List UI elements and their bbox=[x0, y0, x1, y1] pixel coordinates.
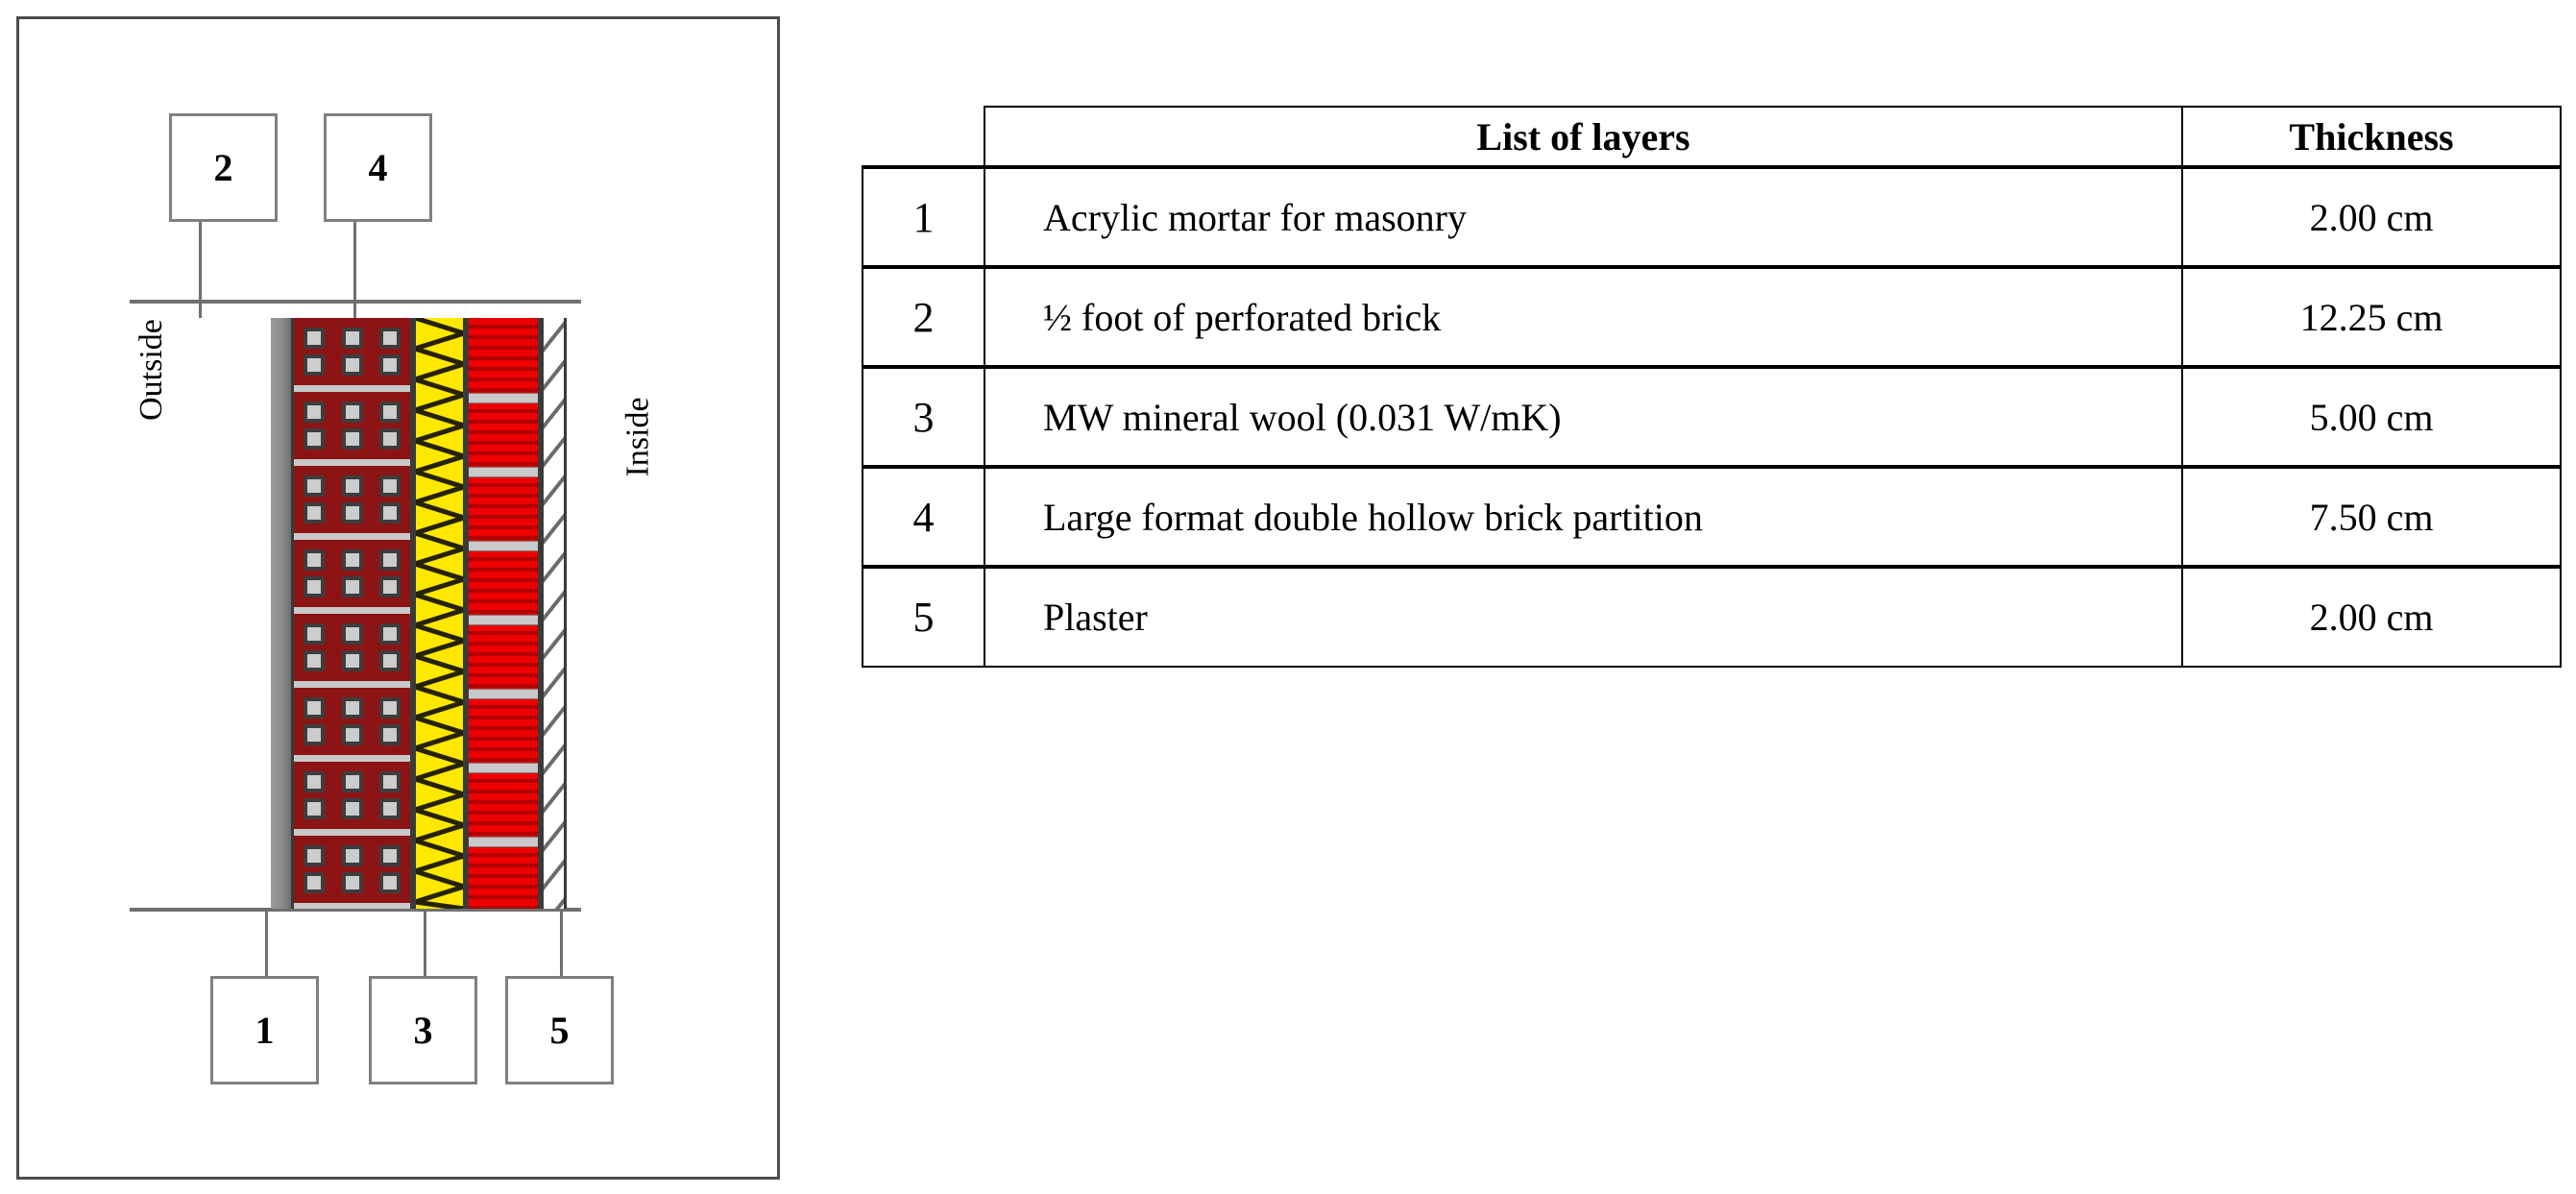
mortar-joint bbox=[469, 393, 538, 403]
mortar-joint bbox=[469, 615, 538, 625]
layer-plaster bbox=[541, 318, 567, 909]
mortar-joint bbox=[469, 763, 538, 773]
mineral-wool-zigzag-icon bbox=[413, 318, 466, 909]
callout-label-1: 1 bbox=[255, 1009, 275, 1052]
plaster-hatch-icon bbox=[544, 318, 564, 909]
header-number bbox=[863, 107, 985, 169]
wall-section-figure-panel: Outside Inside 2 4 1 3 5 bbox=[16, 16, 780, 1180]
leader-line-3 bbox=[424, 909, 426, 976]
row-layer-name: Acrylic mortar for masonry bbox=[984, 165, 2183, 268]
brick-course bbox=[294, 540, 410, 614]
leader-line-5 bbox=[560, 909, 563, 976]
row-layer-name: Large format double hollow brick partiti… bbox=[984, 465, 2183, 568]
bottom-cap-line bbox=[130, 908, 581, 912]
outside-label-text: Outside bbox=[134, 319, 169, 421]
layer-hollow-brick bbox=[466, 318, 541, 909]
callout-label-2: 2 bbox=[213, 146, 233, 189]
row-layer-name: MW mineral wool (0.031 W/mK) bbox=[984, 365, 2183, 468]
leader-line-4 bbox=[353, 222, 356, 318]
row-layer-name: Plaster bbox=[984, 565, 2183, 668]
table-header-row: List of layers Thickness bbox=[863, 106, 2562, 169]
row-layer-name: ½ foot of perforated brick bbox=[984, 265, 2183, 368]
brick-course bbox=[294, 762, 410, 836]
brick-course bbox=[294, 392, 410, 466]
inside-label-text: Inside bbox=[620, 397, 656, 477]
row-number: 2 bbox=[862, 265, 985, 368]
layer-perforated-brick bbox=[291, 318, 413, 909]
table-row: 1 Acrylic mortar for masonry 2.00 cm bbox=[862, 165, 2562, 268]
callout-label-5: 5 bbox=[549, 1009, 570, 1052]
header-thickness: Thickness bbox=[2181, 106, 2562, 169]
brick-course bbox=[294, 318, 410, 392]
table-row: 3 MW mineral wool (0.031 W/mK) 5.00 cm bbox=[862, 365, 2562, 468]
row-thickness: 12.25 cm bbox=[2181, 265, 2562, 368]
mortar-joint bbox=[469, 689, 538, 699]
leader-line-2 bbox=[199, 222, 202, 318]
row-number: 5 bbox=[862, 565, 985, 668]
row-thickness: 7.50 cm bbox=[2181, 465, 2562, 568]
row-number: 1 bbox=[862, 165, 985, 268]
table-row: 4 Large format double hollow brick parti… bbox=[862, 465, 2562, 568]
brick-course bbox=[294, 466, 410, 540]
brick-course bbox=[294, 836, 410, 909]
brick-course bbox=[294, 688, 410, 762]
callout-box-4[interactable]: 4 bbox=[324, 113, 432, 222]
callout-label-3: 3 bbox=[413, 1009, 433, 1052]
callout-box-5[interactable]: 5 bbox=[505, 976, 614, 1084]
layer-mineral-wool bbox=[413, 318, 466, 909]
mortar-joint bbox=[469, 541, 538, 551]
layers-table: List of layers Thickness 1 Acrylic morta… bbox=[862, 106, 2562, 668]
row-thickness: 5.00 cm bbox=[2181, 365, 2562, 468]
callout-box-3[interactable]: 3 bbox=[369, 976, 477, 1084]
leader-line-1 bbox=[265, 909, 268, 976]
table-row: 5 Plaster 2.00 cm bbox=[862, 565, 2562, 668]
row-number: 3 bbox=[862, 365, 985, 468]
row-thickness: 2.00 cm bbox=[2181, 565, 2562, 668]
inside-label: Inside bbox=[620, 351, 658, 524]
row-thickness: 2.00 cm bbox=[2181, 165, 2562, 268]
header-list-of-layers: List of layers bbox=[984, 106, 2183, 169]
wall-assembly bbox=[271, 318, 567, 909]
callout-label-4: 4 bbox=[368, 146, 388, 189]
mortar-joint bbox=[469, 837, 538, 847]
mortar-joint bbox=[469, 467, 538, 477]
table-row: 2 ½ foot of perforated brick 12.25 cm bbox=[862, 265, 2562, 368]
callout-box-2[interactable]: 2 bbox=[169, 113, 278, 222]
callout-box-1[interactable]: 1 bbox=[210, 976, 319, 1084]
layer-acrylic-mortar bbox=[271, 318, 291, 909]
brick-course bbox=[294, 614, 410, 688]
row-number: 4 bbox=[862, 465, 985, 568]
